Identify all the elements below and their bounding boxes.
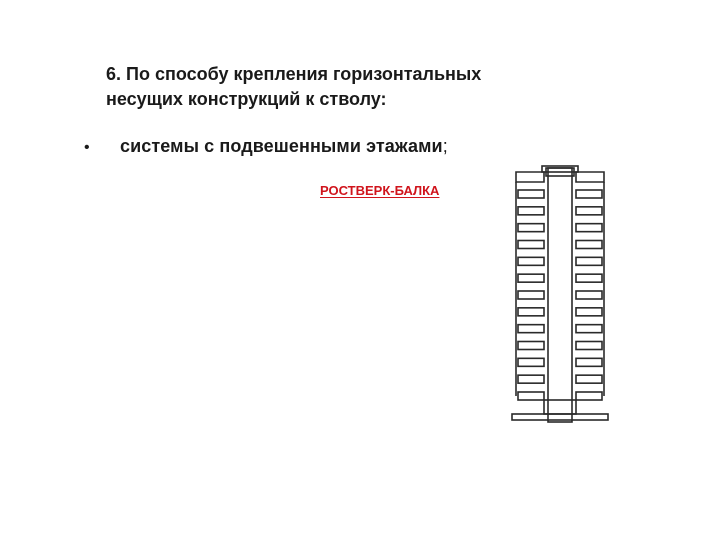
floor-slab-left bbox=[517, 239, 545, 250]
floor-slab-left bbox=[517, 290, 545, 300]
bullet-item: • системы с подвешенными этажами; bbox=[84, 136, 448, 157]
bullet-text-wrap: системы с подвешенными этажами; bbox=[120, 136, 448, 157]
floor-slab-left bbox=[517, 206, 545, 216]
floor-slab-right bbox=[575, 391, 603, 401]
floor-slab-left bbox=[517, 222, 545, 233]
floor-slab-right bbox=[575, 222, 603, 233]
grillage-beam-left bbox=[515, 171, 545, 183]
grillage-beam-right bbox=[575, 171, 605, 183]
floor-slab-left bbox=[517, 273, 545, 283]
floor-slab-right bbox=[575, 273, 603, 283]
floor-slab-right bbox=[575, 357, 603, 368]
floor-slab-left bbox=[517, 340, 545, 351]
bullet-marker: • bbox=[84, 139, 90, 156]
top-cap bbox=[545, 167, 575, 177]
floor-slab-right bbox=[575, 290, 603, 300]
top-cap-left bbox=[541, 165, 579, 173]
suspended-floors-building-diagram bbox=[511, 165, 609, 423]
floor-slab-right bbox=[575, 239, 603, 250]
floor-slab-right bbox=[575, 307, 603, 317]
floor-slab-right bbox=[575, 374, 603, 384]
floor-slab-right bbox=[575, 256, 603, 267]
floor-slab-left bbox=[517, 374, 545, 384]
bullet-punct: ; bbox=[442, 136, 448, 156]
slide-heading: 6. По способу крепления горизонтальных н… bbox=[106, 62, 566, 112]
bullet-text: системы с подвешенными этажами bbox=[120, 136, 443, 156]
floor-slab-right bbox=[575, 323, 603, 334]
floor-slab-right bbox=[575, 189, 603, 199]
floor-slab-left bbox=[517, 391, 545, 401]
heading-line-1: 6. По способу крепления горизонтальных bbox=[106, 64, 482, 84]
floor-slab-left bbox=[517, 357, 545, 368]
floor-slab-left bbox=[517, 189, 545, 199]
floor-slab-right bbox=[575, 340, 603, 351]
floor-slab-right bbox=[575, 206, 603, 216]
heading-line-2: несущих конструкций к стволу: bbox=[106, 89, 387, 109]
grillage-beam-label: РОСТВЕРК-БАЛКА bbox=[320, 183, 440, 198]
core-shaft bbox=[547, 167, 573, 423]
foundation-slab bbox=[511, 413, 609, 421]
floor-slab-left bbox=[517, 256, 545, 267]
floor-slab-left bbox=[517, 323, 545, 334]
floor-slab-left bbox=[517, 307, 545, 317]
